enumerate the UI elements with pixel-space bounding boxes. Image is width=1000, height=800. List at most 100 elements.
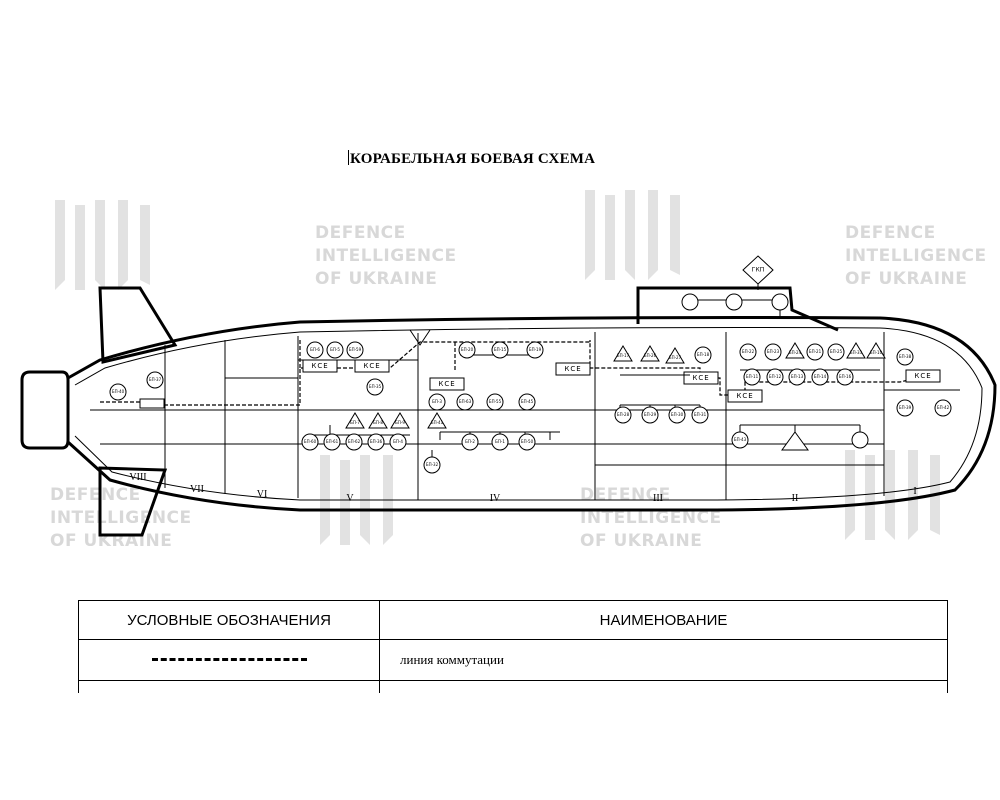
combat-post-circle <box>934 399 952 417</box>
combat-post-label: БП-1 <box>495 439 505 444</box>
combat-post-label: БП-39 <box>899 405 912 410</box>
combat-post-circle <box>428 393 446 411</box>
combat-post-label: БП-30 <box>671 412 684 417</box>
watermark-line: DEFENCE <box>50 485 141 505</box>
combat-post-triangle <box>345 412 365 429</box>
combat-post-triangle <box>427 412 447 429</box>
combat-post-label: БП-10 <box>870 350 883 355</box>
svg-text:КСЕ: КСЕ <box>564 365 581 373</box>
combat-post-triangle <box>665 347 685 364</box>
combat-post-circle <box>739 343 757 361</box>
watermark-line: OF UKRAINE <box>580 531 702 551</box>
combat-post-label: БП-27 <box>669 355 682 360</box>
combat-post-label: БП-8 <box>373 420 383 425</box>
combat-post-circle <box>486 393 504 411</box>
combat-post-triangle <box>866 342 886 359</box>
combat-post-label: БП-15 <box>494 347 507 352</box>
legend-table: УСЛОВНЫЕ ОБОЗНАЧЕНИЯ НАИМЕНОВАНИЕ линия … <box>78 600 948 693</box>
combat-post-circle <box>456 393 474 411</box>
combat-post-label: БП-33 <box>850 350 863 355</box>
combat-post-label: БП-60 <box>304 439 317 444</box>
combat-post-circle <box>681 293 699 311</box>
combat-post-label: БП-6 <box>310 347 320 352</box>
text-cursor <box>348 150 349 165</box>
compartment-label: V <box>346 493 354 504</box>
combat-post-label: БП-45 <box>521 399 534 404</box>
combat-post-circle <box>345 433 363 451</box>
combat-post-circle <box>306 341 324 359</box>
combat-post-label: БП-40 <box>112 389 125 394</box>
combat-post-circle <box>836 368 854 386</box>
combat-post-circle <box>827 343 845 361</box>
combat-post-triangle <box>390 412 410 429</box>
combat-post-label: БП-35 <box>369 384 382 389</box>
combat-post-label: БП-25 <box>830 349 843 354</box>
combat-post-circle <box>851 431 869 449</box>
combat-post-label: БП-11 <box>746 374 759 379</box>
watermark-emblem <box>55 190 940 545</box>
combat-post-circle <box>323 433 341 451</box>
svg-text:КСЕ: КСЕ <box>363 362 380 370</box>
combat-post-circle <box>641 406 659 424</box>
kce-box-small <box>139 398 165 409</box>
combat-post-circle <box>518 393 536 411</box>
combat-post-circle <box>806 343 824 361</box>
legend-row-empty <box>78 680 948 693</box>
watermark-line: INTELLIGENCE <box>580 508 722 528</box>
combat-post-triangle <box>613 345 633 362</box>
combat-post-circle <box>389 433 407 451</box>
combat-post-circle <box>896 348 914 366</box>
combat-post-label: БП-31 <box>694 412 707 417</box>
combat-post-label: БП-55 <box>489 399 502 404</box>
combat-post-label: БП-4 <box>393 439 403 444</box>
combat-post-triangle <box>846 342 866 359</box>
combat-post-circle <box>423 456 441 474</box>
kce-box: КСЕ <box>302 359 338 373</box>
combat-post-label: БП-42 <box>937 405 950 410</box>
submarine-combat-diagram: DEFENCE INTELLIGENCE OF UKRAINE DEFENCE … <box>20 190 997 551</box>
combat-post-label: БП-17 <box>617 353 630 358</box>
combat-post-label: БП-43 <box>734 437 747 442</box>
combat-post-label: БП-16 <box>839 374 852 379</box>
combat-post-triangle <box>781 431 809 451</box>
watermark-line: OF UKRAINE <box>845 269 967 289</box>
combat-post-circle <box>896 399 914 417</box>
diagram-title-text: КОРАБЕЛЬНАЯ БОЕВАЯ СХЕМА <box>350 151 596 167</box>
combat-post-label: БП-3 <box>432 399 442 404</box>
combat-post-label: БП-23 <box>767 349 780 354</box>
compartment-label: II <box>792 493 799 504</box>
compartment-numerals: VIII VII VI V IV III II I <box>129 472 916 504</box>
combat-post-circle <box>766 368 784 386</box>
submarine-hull <box>20 286 997 537</box>
legend-header-symbols: УСЛОВНЫЕ ОБОЗНАЧЕНИЯ <box>78 600 380 640</box>
watermark-text: DEFENCE INTELLIGENCE OF UKRAINE DEFENCE … <box>50 223 986 551</box>
legend-header-row: УСЛОВНЫЕ ОБОЗНАЧЕНИЯ НАИМЕНОВАНИЕ <box>78 600 948 640</box>
combat-post-circle <box>491 433 509 451</box>
svg-text:КСЕ: КСЕ <box>914 372 931 380</box>
combat-post-label: БП-59 <box>349 347 362 352</box>
svg-text:КСЕ: КСЕ <box>736 392 753 400</box>
combat-post-label: БП-32 <box>426 462 439 467</box>
combat-post-label: БП-5 <box>330 347 340 352</box>
combat-post-circle <box>771 293 789 311</box>
legend-name-cell: линия коммутации <box>379 639 948 681</box>
combat-post-label: БП-29 <box>644 412 657 417</box>
svg-text:КСЕ: КСЕ <box>438 380 455 388</box>
combat-post-circle <box>461 433 479 451</box>
combat-post-label: БП-2 <box>465 439 475 444</box>
combat-post-circle <box>146 371 164 389</box>
dashed-line-symbol <box>151 658 307 662</box>
compartment-label: VII <box>190 484 204 495</box>
combat-post-label: БП-21 <box>809 349 822 354</box>
svg-text:КСЕ: КСЕ <box>692 374 709 382</box>
combat-post-circle <box>326 341 344 359</box>
svg-text:КСЕ: КСЕ <box>311 362 328 370</box>
combat-post-circle <box>788 368 806 386</box>
combat-post-circle <box>725 293 743 311</box>
combat-post-label: БП-18 <box>697 352 710 357</box>
combat-post-circle <box>691 406 709 424</box>
combat-post-label: БП-13 <box>791 374 804 379</box>
combat-post-label: БП-9 <box>395 420 405 425</box>
combat-post-triangle <box>640 345 660 362</box>
